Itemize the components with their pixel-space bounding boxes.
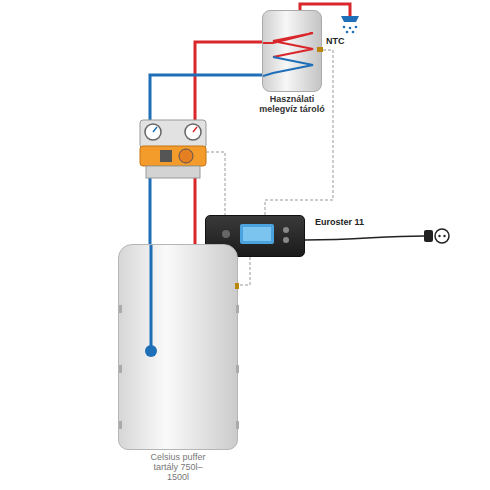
hot-water-tank: Használati melegvíz tároló [252, 10, 332, 114]
pump-station [140, 120, 206, 178]
sensor-label: NTC [326, 36, 345, 46]
node-label: Euroster 11 [315, 217, 364, 227]
hot-water-tank-body [262, 10, 322, 92]
buffer-inner [119, 245, 239, 451]
power-cable [305, 236, 424, 240]
power-plug [424, 229, 449, 243]
sensor-wire [238, 257, 250, 285]
buffer-tank: Celsius puffer tartály 750l–1500l [118, 244, 238, 482]
node-label: Celsius puffer tartály 750l–1500l [145, 452, 211, 482]
node-label: Használati melegvíz tároló [252, 94, 332, 114]
buffer-tank-body [118, 244, 238, 450]
control-wire [206, 152, 225, 215]
coil [263, 11, 323, 93]
shower-head [341, 16, 359, 33]
